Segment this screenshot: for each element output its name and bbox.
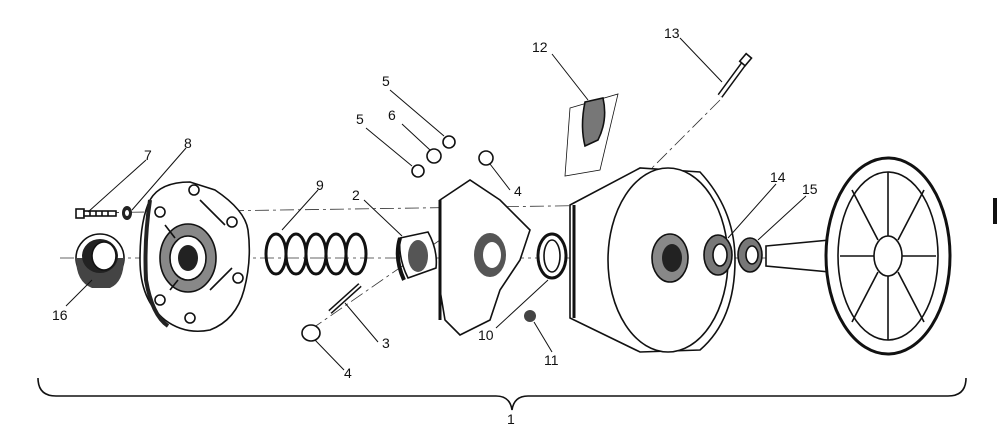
part-bolt-7: [75, 208, 117, 219]
part-washer-5a: [411, 164, 425, 178]
part-bearing-14: [703, 234, 733, 276]
label-10: 10: [478, 327, 494, 343]
label-7: 7: [144, 147, 152, 163]
leader-lines: [65, 37, 807, 371]
label-9: 9: [316, 177, 324, 193]
bolt-centerline: [79, 204, 621, 214]
label-11: 11: [544, 352, 559, 368]
label-14: 14: [770, 169, 786, 185]
part-roller-4-lower: [301, 324, 321, 342]
part-bolt-13: [717, 52, 753, 98]
assembly-brace: 1: [37, 377, 967, 427]
label-5-top: 5: [382, 73, 390, 89]
edge-mark: [993, 198, 997, 224]
part-nut-11: [524, 310, 536, 322]
label-4-upper: 4: [514, 183, 522, 199]
label-8: 8: [184, 135, 192, 151]
part-washer-8: [122, 206, 132, 220]
label-2: 2: [352, 187, 360, 203]
part-bearing-15: [737, 237, 763, 273]
bolt13-centerline: [639, 99, 721, 181]
label-13: 13: [664, 25, 680, 41]
part-pin-3: [328, 283, 362, 314]
label-6: 6: [388, 107, 396, 123]
label-5-left: 5: [356, 111, 364, 127]
label-3: 3: [382, 335, 390, 351]
callout-labels: 2 3 4 4 5 5 6 7 8 9 10 11 12 13 14 15 16: [52, 25, 818, 381]
part-spider-2: [395, 231, 438, 281]
part-fixed-sheave: [569, 167, 736, 353]
label-16: 16: [52, 307, 68, 323]
label-12: 12: [532, 39, 548, 55]
part-roller-6: [426, 148, 442, 164]
part-spider-arms: [438, 179, 531, 336]
part-bushing-16: [75, 233, 125, 288]
part-shaft-wheel: [765, 156, 952, 356]
part-washer-5b: [442, 135, 456, 149]
part-washer-10: [536, 232, 568, 280]
part-spring-9: [264, 232, 368, 276]
label-15: 15: [802, 181, 818, 197]
assembly-label: 1: [507, 411, 515, 427]
label-4-lower: 4: [344, 365, 352, 381]
part-roller-4-upper: [478, 150, 494, 166]
part-cover-plate: [139, 181, 251, 333]
part-shoe-12: [564, 93, 619, 177]
